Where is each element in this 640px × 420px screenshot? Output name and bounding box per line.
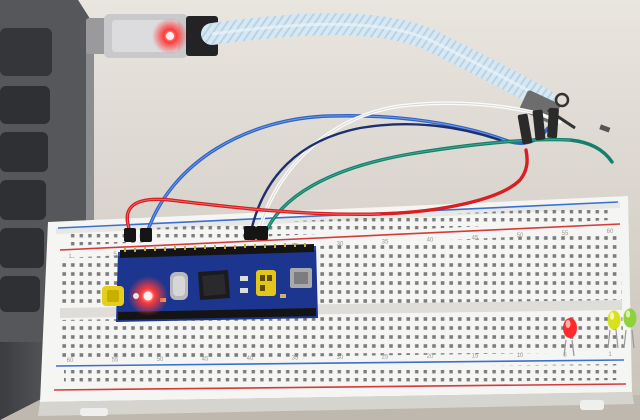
top-number-12: 60 <box>607 229 614 235</box>
bottom-number-9: 15 <box>472 354 479 360</box>
bottom-number-4: 40 <box>247 356 254 362</box>
boot-jumper-yellow <box>256 270 276 296</box>
bottom-number-8: 20 <box>427 354 434 360</box>
bottom-number-12: 1 <box>608 352 612 358</box>
top-number-6: 30 <box>337 242 344 248</box>
bottom-number-3: 45 <box>202 357 209 363</box>
header-pins-top <box>124 243 306 252</box>
breadboard-bottom-numbers: 60 55 50 45 40 35 30 25 20 15 10 5 1 <box>67 352 613 364</box>
bottom-number-11: 5 <box>563 353 567 359</box>
bottom-number-5: 35 <box>292 356 299 362</box>
board-power-led <box>143 291 153 301</box>
top-number-11: 55 <box>562 231 569 237</box>
bottom-number-10: 10 <box>517 353 524 359</box>
microcontroller-board <box>102 243 318 322</box>
usb-adapter <box>86 14 218 58</box>
breadboard-foot-left <box>80 408 108 416</box>
yellow-led <box>607 310 621 349</box>
navy-jumper-wire <box>248 123 502 238</box>
green-led <box>623 308 637 349</box>
rail-red-top <box>59 223 621 251</box>
top-number-8: 40 <box>427 237 434 243</box>
rail-red-bottom <box>53 383 627 391</box>
laptop-keys <box>0 28 52 312</box>
top-number-9: 45 <box>472 235 479 241</box>
breadboard-foot-right <box>580 400 604 410</box>
bottom-number-7: 25 <box>382 355 389 361</box>
top-number-10: 50 <box>517 233 524 239</box>
top-number-1: 5 <box>113 252 117 258</box>
leds <box>563 308 637 357</box>
usb-power-led <box>166 32 174 40</box>
laptop-edge <box>86 20 94 330</box>
bottom-number-2: 50 <box>157 357 164 363</box>
bottom-number-1: 55 <box>112 358 119 364</box>
red-led <box>563 318 577 357</box>
jumper-wires <box>124 101 614 242</box>
bottom-number-6: 30 <box>337 355 344 361</box>
rail-blue-bottom <box>55 359 625 367</box>
bottom-number-0: 60 <box>67 358 74 364</box>
top-number-7: 35 <box>382 239 389 245</box>
top-number-0: 1 <box>68 254 72 260</box>
